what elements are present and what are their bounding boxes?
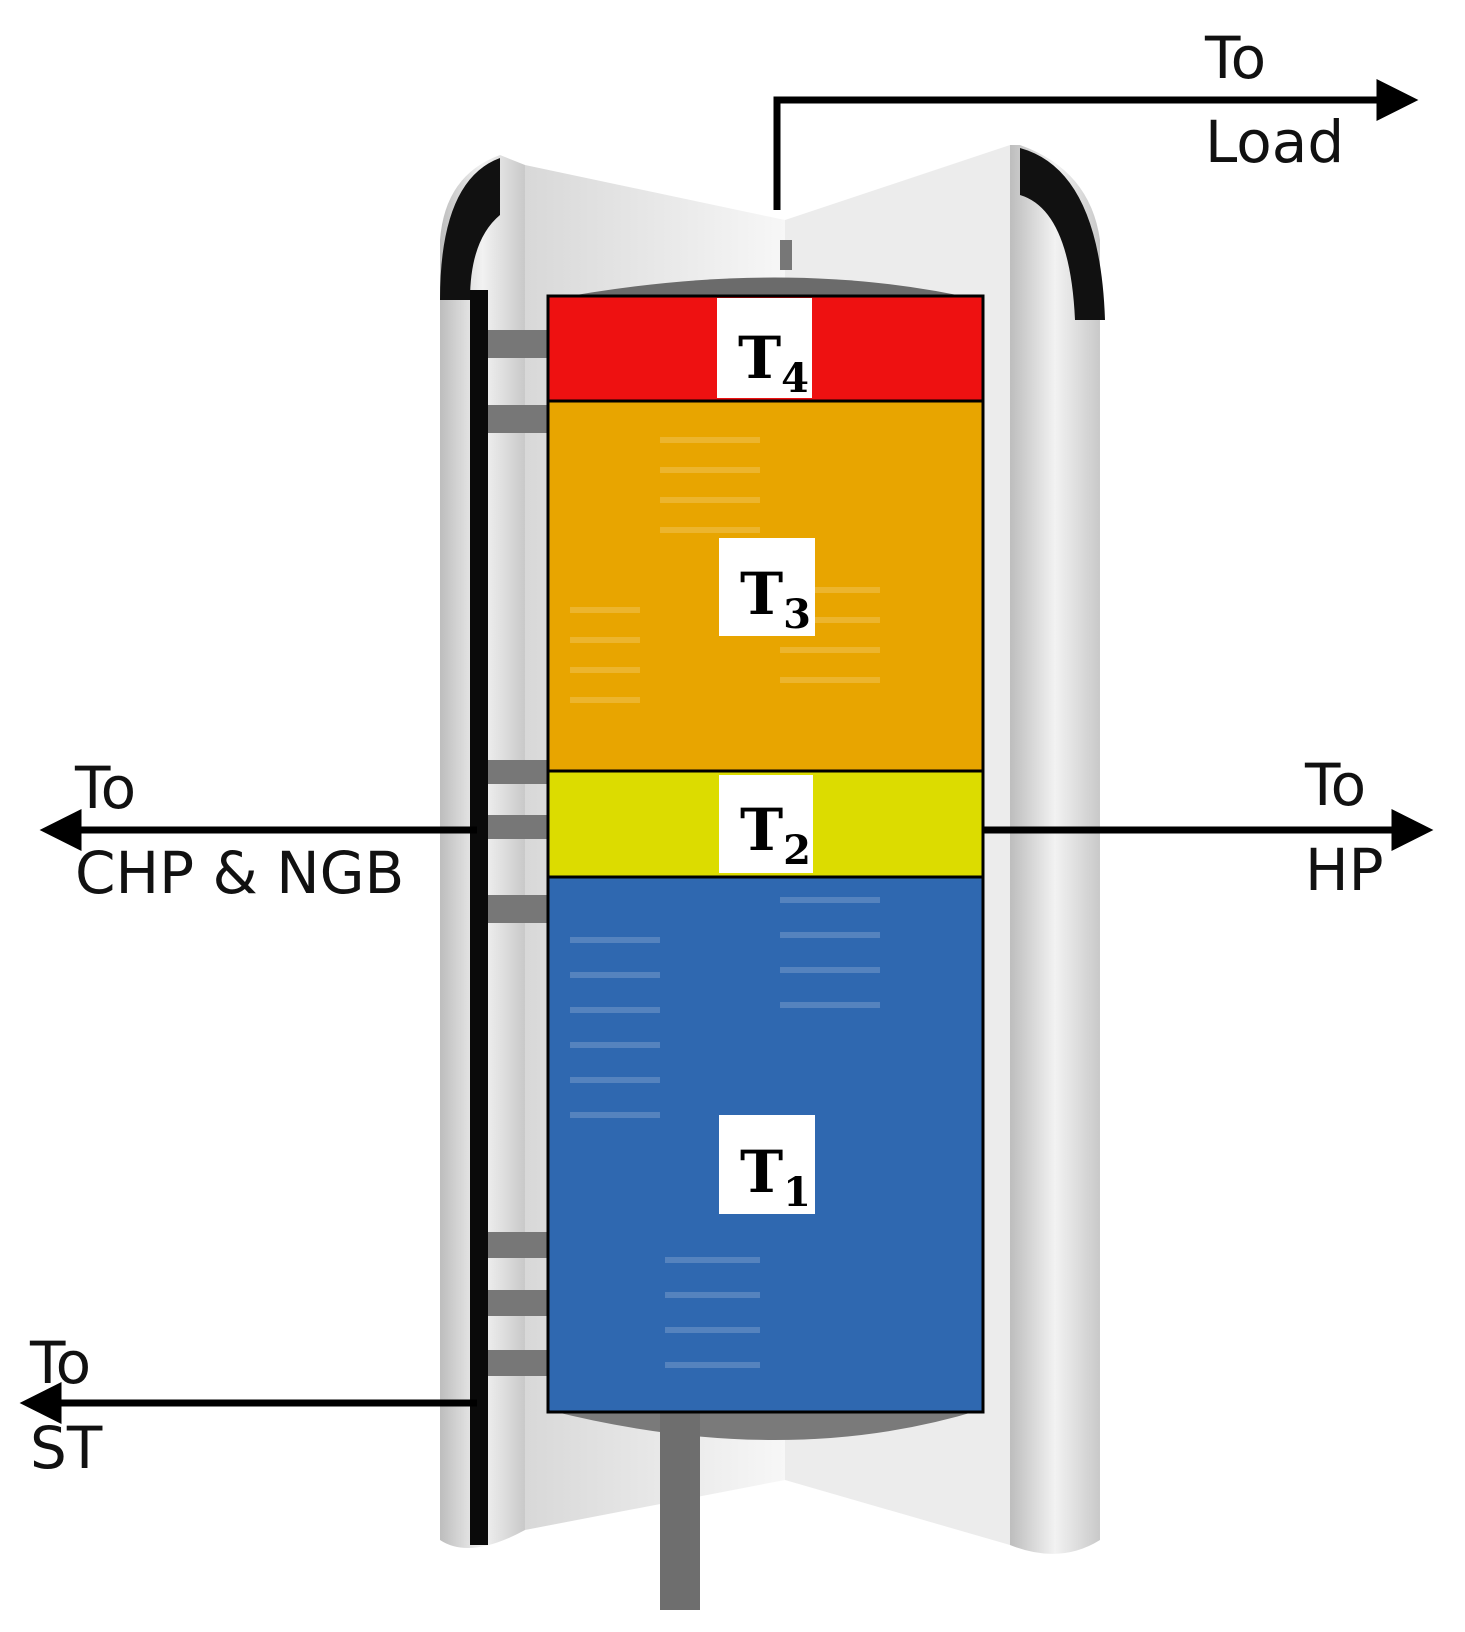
svg-text:T2: T2	[740, 796, 811, 874]
svg-text:T3: T3	[740, 560, 811, 638]
top-nozzle	[780, 240, 792, 270]
vessel-bottom-dome	[548, 1410, 980, 1440]
vessel-top-dome	[548, 277, 980, 300]
chp-line1: To	[74, 754, 136, 822]
hp-line1: To	[1304, 751, 1366, 819]
load-line2: Load	[1205, 108, 1344, 176]
flow-labels: To Load To CHP & NGB To HP To ST	[29, 24, 1384, 1482]
label-t4: T4	[717, 298, 812, 402]
label-t1: T1	[719, 1115, 815, 1216]
tank-right-rim	[1020, 148, 1105, 320]
tank-left-rim	[440, 158, 500, 300]
tank-left-strip	[470, 290, 488, 1545]
svg-text:T4: T4	[738, 324, 809, 402]
svg-text:T1: T1	[740, 1138, 811, 1216]
arrow-to-load	[773, 79, 1419, 210]
tank-right-wall	[1010, 145, 1100, 1554]
chp-line2: CHP & NGB	[75, 839, 404, 907]
hp-line2: HP	[1305, 836, 1384, 904]
label-t2: T2	[719, 775, 813, 874]
stratified-layers: T4 T3 T2 T1	[546, 294, 985, 1414]
bottom-pipe	[660, 1410, 700, 1610]
st-line2: ST	[30, 1414, 103, 1482]
label-t3: T3	[719, 538, 815, 638]
load-line1: To	[1204, 24, 1266, 92]
st-line1: To	[29, 1329, 91, 1397]
side-nozzles	[488, 330, 548, 1376]
flow-arrows	[19, 79, 1434, 1424]
